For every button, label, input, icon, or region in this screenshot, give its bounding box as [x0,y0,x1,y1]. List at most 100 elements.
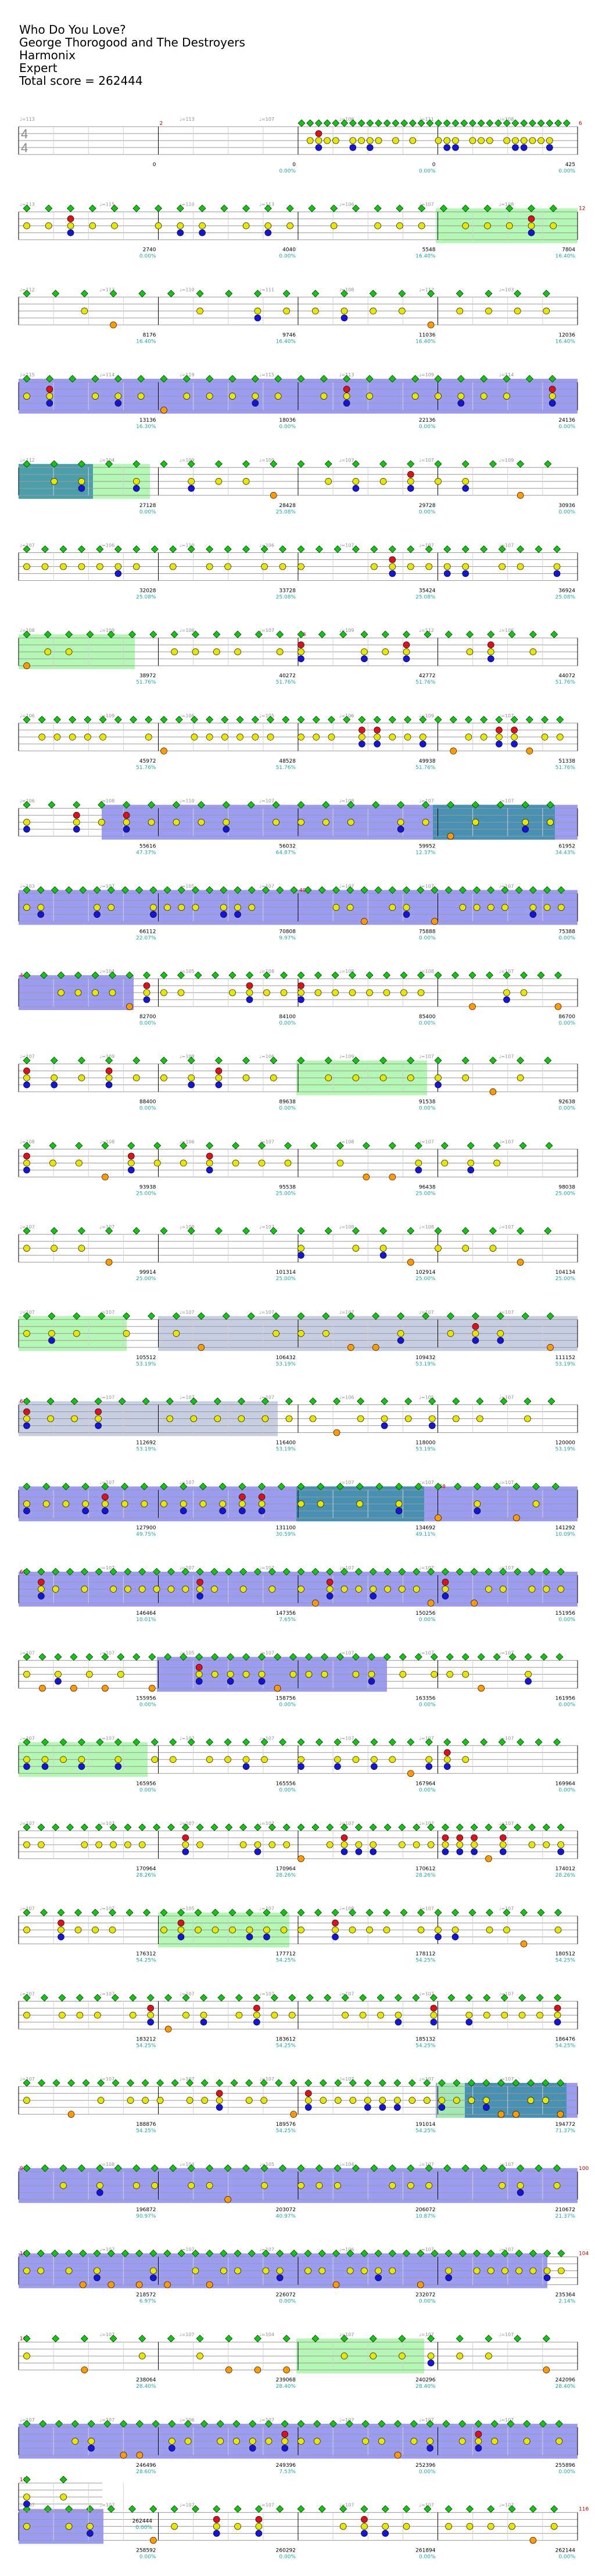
note-yellow [325,1074,332,1082]
note-yellow [549,393,556,400]
tempo-label: ♩=108 [180,1224,195,1230]
tempo-label: ♩=113 [339,372,354,378]
tempo-label: ♩=106 [339,1395,354,1400]
note-blue [78,484,85,492]
note-green [180,1653,188,1661]
note-yellow [550,2523,558,2530]
note-yellow [409,137,417,144]
note-blue [48,1337,55,1344]
note-green [354,1823,363,1831]
tempo-label: ♩=110 [180,799,195,804]
tempo-label: ♩=104 [99,969,114,974]
note-yellow [195,1670,203,1678]
note-green [181,1823,189,1831]
tempo-label: ♩=109 [99,713,114,718]
note-yellow [361,2267,368,2275]
note-green [44,630,52,638]
note-green [192,2505,199,2513]
note-green [397,801,405,809]
note-blue [394,2104,401,2111]
tempo-label: ♩=107 [180,1991,195,1996]
note-green [395,1993,402,2002]
note-green [23,1482,31,1490]
note-green [403,886,410,894]
percent-label: 54.25% [415,2043,436,2049]
percent-label: 0.00% [419,1106,436,1112]
note-blue [147,2018,154,2026]
percent-label: 54.25% [136,1958,156,1964]
note-green [370,2164,378,2172]
tempo-label: ♩=107 [419,1736,434,1741]
percent-label: 51.76% [555,765,576,771]
note-orange [517,1259,524,1266]
note-red [73,811,80,819]
note-yellow [501,2267,508,2275]
tempo-label: ♩=107 [419,799,434,804]
note-yellow [522,818,529,826]
note-yellow [78,563,85,570]
percent-label: 0.00% [279,2555,296,2560]
note-blue [497,1337,504,1344]
note-yellow [137,393,145,400]
percent-label: 0.00% [558,2469,575,2475]
note-green [496,1312,504,1320]
note-yellow [224,563,231,570]
note-green [532,1482,540,1490]
note-green [297,1227,305,1235]
note-green [383,1909,390,1917]
score-label: 29728 [419,503,436,509]
tempo-label: ♩=107 [419,883,434,889]
note-orange [136,2452,144,2459]
tempo-label: ♩=105 [180,969,195,974]
note-green [276,2250,284,2257]
score-label: 260292 [276,2548,296,2554]
note-green [508,630,516,638]
tempo-label: ♩=107 [99,1821,114,1826]
note-blue [37,911,45,918]
note-blue [379,2104,386,2111]
note-green [94,1397,102,1405]
note-yellow [389,1756,396,1763]
note-green [66,1823,74,1831]
measure-row: ♩=107♩=107♩=107♩=107♩=107♩=107♩=10711625… [18,2503,589,2560]
score-label: 258592 [136,2548,156,2554]
measure-row: ♩=107♩=109♩=108♩=106♩=109♩=107♩=10788400… [18,1054,578,1112]
note-green [361,2420,370,2428]
note-yellow [407,2182,414,2189]
note-green [127,1141,135,1149]
note-blue [215,1081,223,1088]
percent-label: 25.00% [136,1191,156,1197]
note-yellow [92,989,99,996]
score-label: 150256 [415,1611,436,1616]
note-green [297,801,305,809]
note-orange [70,1684,77,1692]
note-green [514,1823,522,1831]
note-green [180,1141,188,1149]
note-yellow [485,1586,492,1593]
percent-label: 25.00% [276,1191,296,1197]
note-red [298,982,304,989]
note-green [379,1227,388,1235]
note-yellow [441,1159,449,1167]
note-yellow [417,989,425,996]
note-yellow [452,137,459,144]
note-green [110,204,119,213]
note-yellow [418,222,425,229]
note-yellow [216,2097,223,2104]
note-green [461,460,469,468]
note-yellow [44,648,52,655]
note-yellow [23,1330,30,1337]
note-green [248,2250,256,2257]
tempo-label: ♩=107 [99,2503,114,2508]
note-yellow [374,734,381,741]
note-green [529,2250,537,2257]
note-yellow [404,734,411,741]
note-green [141,2079,149,2087]
note-green [503,1909,511,1917]
note-green [41,1993,48,2002]
note-green [77,460,85,468]
note-yellow [389,734,396,741]
note-green [310,1141,318,1149]
note-yellow [213,2523,220,2530]
note-yellow [473,904,481,911]
